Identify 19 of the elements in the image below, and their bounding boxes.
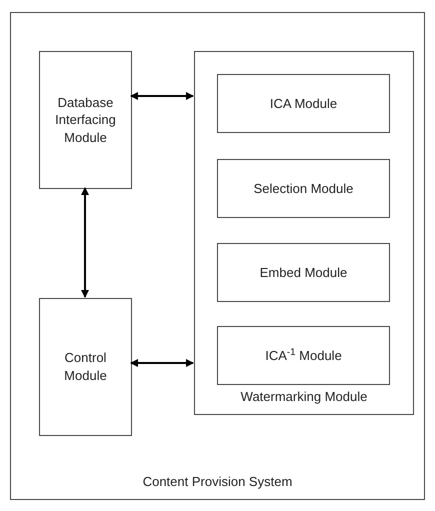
module-label: Embed Module [258, 264, 348, 282]
double-arrow [81, 187, 89, 298]
module-box [39, 51, 132, 189]
module-label: Watermarking Module [240, 388, 368, 406]
module-box [217, 326, 390, 385]
module-label: Selection Module [252, 180, 354, 198]
module-label: Control Module [63, 349, 108, 385]
module-label: ICA$^{-1}$ Module [264, 346, 343, 364]
module-label: Database Interfacing Module [54, 94, 117, 146]
double-arrow [130, 359, 194, 367]
module-label: ICA Module [268, 94, 338, 112]
module-box [217, 159, 390, 218]
container-box [194, 51, 414, 415]
container-box [10, 12, 425, 500]
double-arrow [130, 92, 194, 100]
module-box [217, 243, 390, 302]
module-label: Content Provision System [142, 473, 294, 491]
module-box [217, 74, 390, 133]
module-box [39, 298, 132, 436]
